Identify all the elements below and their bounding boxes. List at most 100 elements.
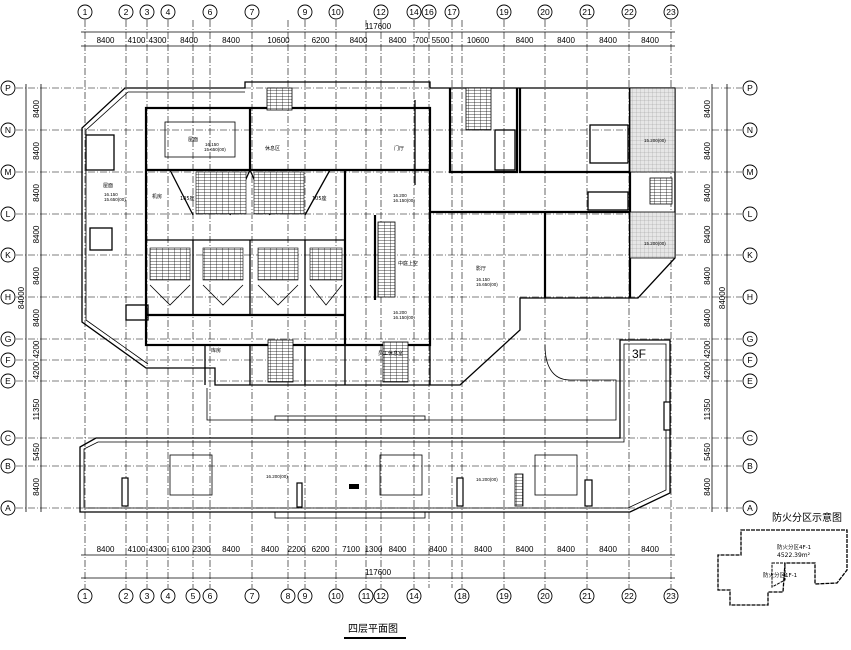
- dimension-label: 8400: [703, 100, 712, 118]
- axis-bubble: [537, 4, 553, 20]
- level-label: 3F: [632, 347, 646, 361]
- dimension-label: 8400: [474, 545, 492, 554]
- axis-bubble: [0, 164, 16, 180]
- elevation-label: 16.200: [393, 193, 407, 198]
- dimension-label: 1300: [365, 545, 383, 554]
- axis-bubble: [244, 4, 260, 20]
- axis-bubble: [185, 588, 201, 604]
- axis-bubble: [202, 588, 218, 604]
- dimension-label: 4200: [32, 361, 41, 379]
- fourth-floor-walls: [81, 81, 676, 386]
- room-label: 屋面: [188, 137, 198, 143]
- dimension-label: 4100: [128, 545, 146, 554]
- dimension-label: 8400: [703, 309, 712, 327]
- axis-bubble: [0, 352, 16, 368]
- axis-bubble: [444, 4, 460, 20]
- elevation-label: 16.150: [104, 192, 118, 197]
- dimension-label: 8400: [429, 545, 447, 554]
- axis-label: F: [5, 355, 10, 365]
- axis-bubble: [0, 331, 16, 347]
- elevation-label: 15.650(00): [204, 147, 226, 152]
- axis-bubble: [496, 588, 512, 604]
- axis-label: G: [747, 334, 754, 344]
- elevation-label: 16.150(00): [393, 198, 415, 203]
- axis-label: K: [747, 250, 753, 260]
- axis-label: E: [5, 376, 11, 386]
- axis-bubble: [537, 588, 553, 604]
- axis-bubble: [621, 588, 637, 604]
- axis-label: C: [747, 433, 753, 443]
- room-label: 门厅: [394, 145, 404, 152]
- axis-label: N: [747, 125, 753, 135]
- axis-label: M: [746, 167, 753, 177]
- axis-label: 9: [303, 591, 308, 601]
- axis-label: 3: [145, 591, 150, 601]
- dimension-label: 8400: [222, 36, 240, 45]
- axis-label: 21: [582, 7, 592, 17]
- axis-bubble: [454, 588, 470, 604]
- axis-label: 10: [331, 591, 341, 601]
- axis-label: M: [4, 167, 11, 177]
- axis-bubble: [280, 588, 296, 604]
- equipment-block: [456, 477, 464, 507]
- dimension-label: 4300: [149, 545, 167, 554]
- axis-bubble: [328, 588, 344, 604]
- key-plan-title: 防火分区示意图: [772, 511, 842, 524]
- axis-bubble: [742, 352, 758, 368]
- axis-bubble: [742, 164, 758, 180]
- total-dimension: 84000: [718, 286, 727, 309]
- dimension-label: 8400: [389, 545, 407, 554]
- axis-label: 20: [540, 591, 550, 601]
- axis-label: 11: [362, 591, 371, 601]
- axis-bubble: [421, 4, 437, 20]
- dimension-label: 700: [415, 36, 429, 45]
- dimension-label: 4200: [703, 340, 712, 358]
- axis-label: 16: [424, 7, 434, 17]
- dimension-label: 6200: [312, 36, 330, 45]
- axis-label: 14: [409, 591, 419, 601]
- axis-label: 23: [666, 7, 676, 17]
- axis-bubble: [406, 588, 422, 604]
- dimension-label: 8400: [32, 478, 41, 496]
- axis-label: E: [747, 376, 753, 386]
- elevation-label: 16.150: [476, 277, 490, 282]
- axis-bubble: [118, 4, 134, 20]
- dimension-label: 11350: [32, 398, 41, 420]
- dimension-label: 5500: [432, 36, 450, 45]
- room-label: 休息区: [265, 145, 280, 152]
- dimension-label: 8400: [32, 309, 41, 327]
- dimension-label: 8400: [703, 142, 712, 160]
- axis-bubble: [742, 373, 758, 389]
- axis-bubble: [742, 458, 758, 474]
- room-labels: 屋面 休息区 门厅 屋面 机房 中庭上空 员工休息室 库房 影厅 105座 10…: [103, 137, 646, 361]
- dimension-label: 8400: [180, 36, 198, 45]
- total-dimension: 84000: [17, 286, 26, 309]
- axis-label: B: [5, 461, 11, 471]
- axis-label: 2: [124, 7, 129, 17]
- room-label: 库房: [211, 347, 221, 354]
- dimension-label: 8400: [32, 184, 41, 202]
- axis-label: 21: [582, 591, 592, 601]
- dimension-label: 4200: [32, 340, 41, 358]
- axis-label: 2: [124, 591, 129, 601]
- zone-sub-label: 防火分区1F-1: [763, 571, 797, 579]
- axis-bubble: [202, 4, 218, 20]
- axis-label: 6: [208, 591, 213, 601]
- axis-label: P: [5, 83, 11, 93]
- elevation-label: 16.150: [205, 142, 219, 147]
- dimension-label: 8400: [641, 545, 659, 554]
- axis-bubble: [0, 500, 16, 516]
- dimension-label: 8400: [97, 545, 115, 554]
- axis-bubble: [742, 289, 758, 305]
- axis-label: 4: [166, 7, 171, 17]
- elevation-label: 16.200(00): [476, 477, 498, 482]
- axis-label: L: [748, 209, 753, 219]
- axis-label: 17: [447, 7, 457, 17]
- axis-bubble: [406, 4, 422, 20]
- dimension-label: 8400: [32, 100, 41, 118]
- axis-bubble: [358, 588, 374, 604]
- elevation-label: 16.150(00): [393, 315, 415, 320]
